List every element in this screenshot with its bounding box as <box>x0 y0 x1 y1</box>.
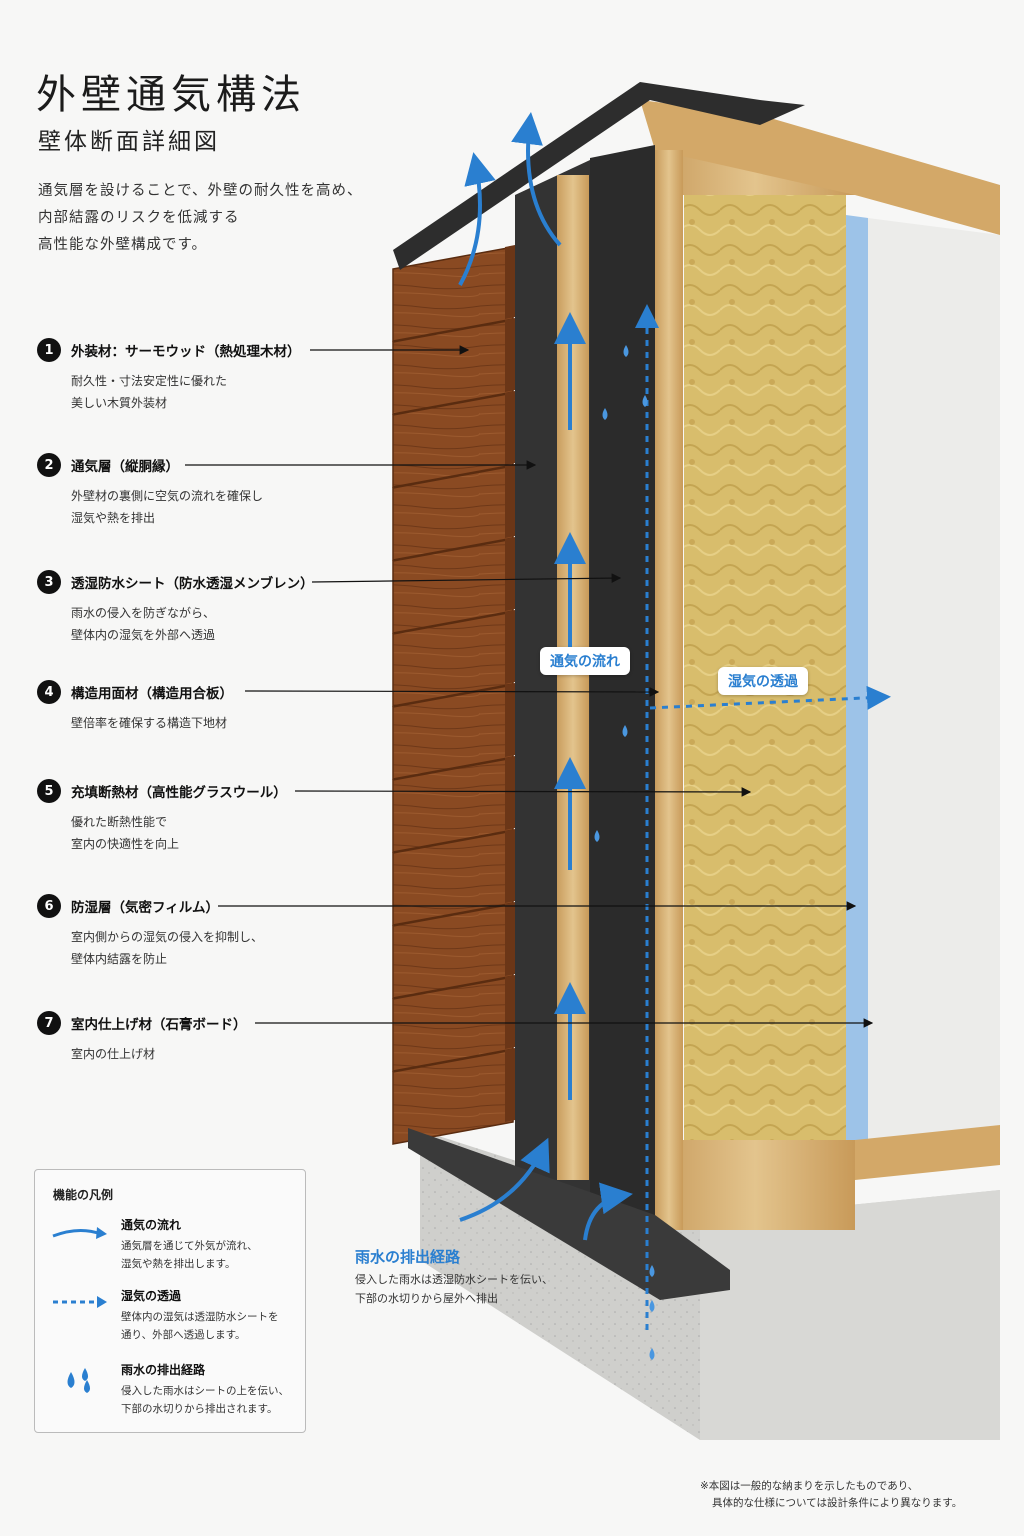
legend-item-desc: 下部の水切りから排出されます。 <box>121 1403 278 1415</box>
legend-item-desc: 湿気や熱を排出します。 <box>121 1258 236 1270</box>
bottom-flashing <box>408 1128 730 1300</box>
legend-item-title: 雨水の排出経路 <box>121 1363 206 1377</box>
callout-desc: 室内側からの湿気の侵入を抑制し、 <box>71 930 264 944</box>
callout-membrane: 3 透湿防水シート（防水透湿メンブレン） 雨水の侵入を防ぎながら、壁体内の湿気を外… <box>37 570 314 646</box>
intro-line: 高性能な外壁構成です。 <box>38 237 208 253</box>
legend-item-desc: 通り、外部へ透過します。 <box>121 1329 246 1341</box>
water-drops-icon <box>67 1368 90 1393</box>
rain-path-desc: 侵入した雨水は透湿防水シートを伝い、 下部の水切りから屋外へ排出 <box>355 1270 553 1308</box>
cladding-board-edge <box>505 975 515 1049</box>
callout-desc: 壁体内の湿気を外部へ透過 <box>71 628 216 642</box>
cladding-board-edge <box>505 683 515 757</box>
intro-text: 通気層を設けることで、外壁の耐久性を高め、 内部結露のリスクを低減する 高性能な… <box>38 178 362 259</box>
foundation-front-face <box>700 1190 1000 1440</box>
callout-number: 3 <box>37 570 61 594</box>
legend-item-desc: 通気層を通じて外気が流れ、 <box>121 1240 258 1252</box>
legend-item-title: 湿気の透過 <box>121 1289 182 1303</box>
top-flashing <box>393 82 805 270</box>
callout-title: 透湿防水シート（防水透湿メンブレン） <box>71 576 314 592</box>
vapour-barrier <box>846 215 868 1142</box>
callout-desc: 壁倍率を確保する構造下地材 <box>71 716 228 730</box>
cladding-board-edge <box>505 464 515 538</box>
gypsum-board <box>868 218 1000 1140</box>
callout-number: 4 <box>37 680 61 704</box>
rain-desc-line: 下部の水切りから屋外へ排出 <box>355 1292 498 1305</box>
footnote-line: ※本図は一般的な納まりを示したものであり、 <box>700 1480 919 1492</box>
top-plate <box>640 100 1000 235</box>
callout-title: 防湿層（気密フィルム） <box>71 900 219 916</box>
callout-number: 1 <box>37 338 61 362</box>
cladding-board-edge <box>505 318 515 392</box>
water-drops <box>594 345 655 1360</box>
callout-title: 通気層（縦胴縁） <box>71 459 179 475</box>
airflow-label: 通気の流れ <box>540 647 630 675</box>
intro-line: 通気層を設けることで、外壁の耐久性を高め、 <box>38 183 363 199</box>
legend-title: 機能の凡例 <box>53 1188 114 1202</box>
legend-item-desc: 侵入した雨水はシートの上を伝い、 <box>121 1385 289 1397</box>
callout-desc: 壁体内結露を防止 <box>71 952 168 966</box>
callout-desc: 外壁材の裏側に空気の流れを確保し <box>71 489 264 503</box>
thermowood-cladding <box>392 245 515 1145</box>
cladding-board-edge <box>505 756 515 830</box>
callout-title: 室内仕上げ材（石膏ボード） <box>71 1017 247 1033</box>
callout-number: 7 <box>37 1011 61 1035</box>
stud-frame-bottom <box>655 1140 855 1230</box>
callout-title: 構造用面材（構造用合板） <box>71 686 233 702</box>
callout-number: 2 <box>37 453 61 477</box>
callout-desc: 美しい木質外装材 <box>71 396 168 410</box>
moisture-path <box>635 304 891 1330</box>
legend-item-moisture: 湿気の透過 壁体内の湿気は透湿防水シートを通り、外部へ透過します。 <box>121 1287 301 1344</box>
legend-item-title: 通気の流れ <box>121 1218 182 1232</box>
rain-path-title: 雨水の排出経路 <box>355 1248 461 1266</box>
intro-line: 内部結露のリスクを低減する <box>38 210 240 226</box>
callout-cladding: 1 外装材：サーモウッド（熱処理木材） 耐久性・寸法安定性に優れた美しい木質外装材 <box>37 338 301 414</box>
callout-desc: 室内の快適性を向上 <box>71 837 180 851</box>
cladding-board-edge <box>505 245 515 319</box>
cladding-board-edge <box>505 902 515 976</box>
callout-vapour-barrier: 6 防湿層（気密フィルム） 室内側からの湿気の侵入を抑制し、壁体内結露を防止 <box>37 894 263 970</box>
moisture-label: 湿気の透過 <box>718 667 808 695</box>
airflow-arrow-icon <box>52 1227 107 1239</box>
callout-air-layer: 2 通気層（縦胴縁） 外壁材の裏側に空気の流れを確保し湿気や熱を排出 <box>37 453 263 529</box>
rain-desc-line: 侵入した雨水は透湿防水シートを伝い、 <box>355 1273 553 1286</box>
legend-item-desc: 壁体内の湿気は透湿防水シートを <box>121 1311 279 1323</box>
cladding-board <box>392 1049 514 1145</box>
cladding-board-edge <box>505 537 515 611</box>
callout-title: 充填断熱材（高性能グラスウール） <box>71 785 287 801</box>
callout-gypsum-board: 7 室内仕上げ材（石膏ボード） 室内の仕上げ材 <box>37 1011 247 1065</box>
callout-number: 5 <box>37 779 61 803</box>
footnote-line: 具体的な仕様については設計条件により異なります。 <box>712 1497 963 1509</box>
legend-item-rain: 雨水の排出経路 侵入した雨水はシートの上を伝い、下部の水切りから排出されます。 <box>121 1361 301 1418</box>
furring-strip <box>557 175 589 1180</box>
cladding-board-edge <box>505 391 515 465</box>
callout-desc: 室内の仕上げ材 <box>71 1047 156 1061</box>
cladding-board-edge <box>505 829 515 903</box>
callout-desc: 湿気や熱を排出 <box>71 511 156 525</box>
dashed-arrow-icon <box>53 1296 107 1308</box>
callout-number: 6 <box>37 894 61 918</box>
stud-front <box>655 150 683 1230</box>
moisture-membrane <box>590 145 655 1235</box>
leader-lines <box>185 345 874 1028</box>
callout-title: 外装材：サーモウッド（熱処理木材） <box>71 344 301 360</box>
page-subtitle: 壁体断面詳細図 <box>38 129 220 155</box>
legend-box: 機能の凡例 通気の流れ 通気層を通じて外気が流れ、湿気や熱を排出します。 湿気の… <box>34 1169 306 1433</box>
airflow-arrows <box>458 112 633 1241</box>
footnote: ※本図は一般的な納まりを示したものであり、 具体的な仕様については設計条件により… <box>700 1478 962 1512</box>
callout-desc: 雨水の侵入を防ぎながら、 <box>71 606 216 620</box>
callout-structural-panel: 4 構造用面材（構造用合板） 壁倍率を確保する構造下地材 <box>37 680 233 734</box>
legend-item-airflow: 通気の流れ 通気層を通じて外気が流れ、湿気や熱を排出します。 <box>121 1216 301 1273</box>
cladding-board-edge <box>505 1048 515 1122</box>
cladding-board-edge <box>505 610 515 684</box>
page-title: 外壁通気構法 <box>36 72 306 118</box>
bottom-plate-right <box>855 1125 1000 1180</box>
callout-insulation: 5 充填断熱材（高性能グラスウール） 優れた断熱性能で室内の快適性を向上 <box>37 779 287 855</box>
callout-desc: 優れた断熱性能で <box>71 815 168 829</box>
callout-desc: 耐久性・寸法安定性に優れた <box>71 374 228 388</box>
